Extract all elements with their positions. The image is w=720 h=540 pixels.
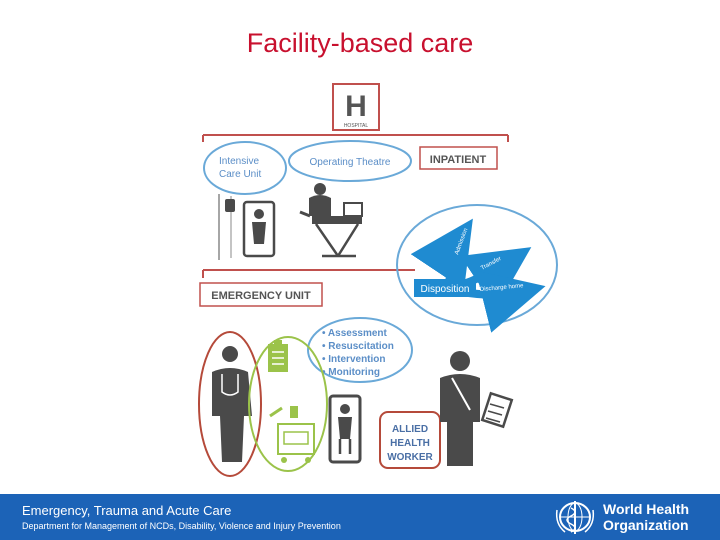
who-emblem-icon: [555, 501, 595, 534]
page-title: Facility-based care: [246, 28, 474, 58]
who-name-line2: Organization: [603, 517, 689, 533]
inpatient-label: INPATIENT: [430, 154, 487, 166]
icu-bed-icon: [218, 194, 276, 260]
footer-bar: Emergency, Trauma and Acute Care Departm…: [0, 494, 720, 540]
operating-theatre-label: Operating Theatre: [310, 157, 391, 168]
surgeon-icon: [299, 183, 331, 218]
hospital-sign: H HOSPITAL: [332, 83, 380, 131]
facility-diagram: H HOSPITAL Intensive Care Unit Operating…: [198, 83, 558, 477]
step-resuscitation: • Resuscitation: [322, 341, 394, 352]
hospital-letter: H: [345, 90, 367, 123]
operating-table-icon: [312, 202, 363, 258]
syringe-icon: [269, 406, 283, 418]
allied-line3: WORKER: [387, 452, 433, 463]
operating-theatre-zone: Operating Theatre: [288, 140, 412, 182]
allied-line2: HEALTH: [390, 438, 430, 449]
doctor-zone: [198, 331, 262, 477]
allied-health-sign: ALLIED HEALTH WORKER: [379, 411, 441, 469]
icu-zone: Intensive Care Unit: [203, 141, 287, 195]
emergency-unit-label: EMERGENCY UNIT: [211, 290, 311, 302]
footer-subtitle: Department for Management of NCDs, Disab…: [22, 521, 341, 531]
footer-title: Emergency, Trauma and Acute Care: [22, 503, 232, 518]
who-name: World Health Organization: [603, 501, 689, 533]
hospital-caption: HOSPITAL: [344, 123, 369, 129]
floor-lines: [202, 134, 509, 278]
discharge-label: Discharge home: [480, 283, 525, 293]
vial-icon: [290, 406, 298, 418]
patient-stretcher-icon: [328, 394, 362, 464]
allied-line1: ALLIED: [392, 424, 428, 435]
inpatient-sign: INPATIENT: [419, 146, 498, 170]
step-intervention: • Intervention: [322, 354, 386, 365]
who-name-line1: World Health: [603, 501, 690, 517]
doctor-icon: [222, 346, 238, 362]
step-monitoring: • Monitoring: [322, 367, 380, 378]
disposition-label: Disposition: [421, 284, 470, 295]
allied-health-worker-icon: [440, 351, 514, 466]
icu-label-line2: Care Unit: [219, 169, 261, 180]
icu-label-line1: Intensive: [219, 156, 259, 167]
emergency-unit-sign: EMERGENCY UNIT: [199, 282, 323, 307]
step-assessment: • Assessment: [322, 328, 387, 339]
emergency-steps-zone: • Assessment • Resuscitation • Intervent…: [307, 317, 413, 383]
disposition-zone: Disposition Admission Transfer Discharge…: [396, 204, 558, 333]
nurse-zone: [248, 336, 328, 472]
